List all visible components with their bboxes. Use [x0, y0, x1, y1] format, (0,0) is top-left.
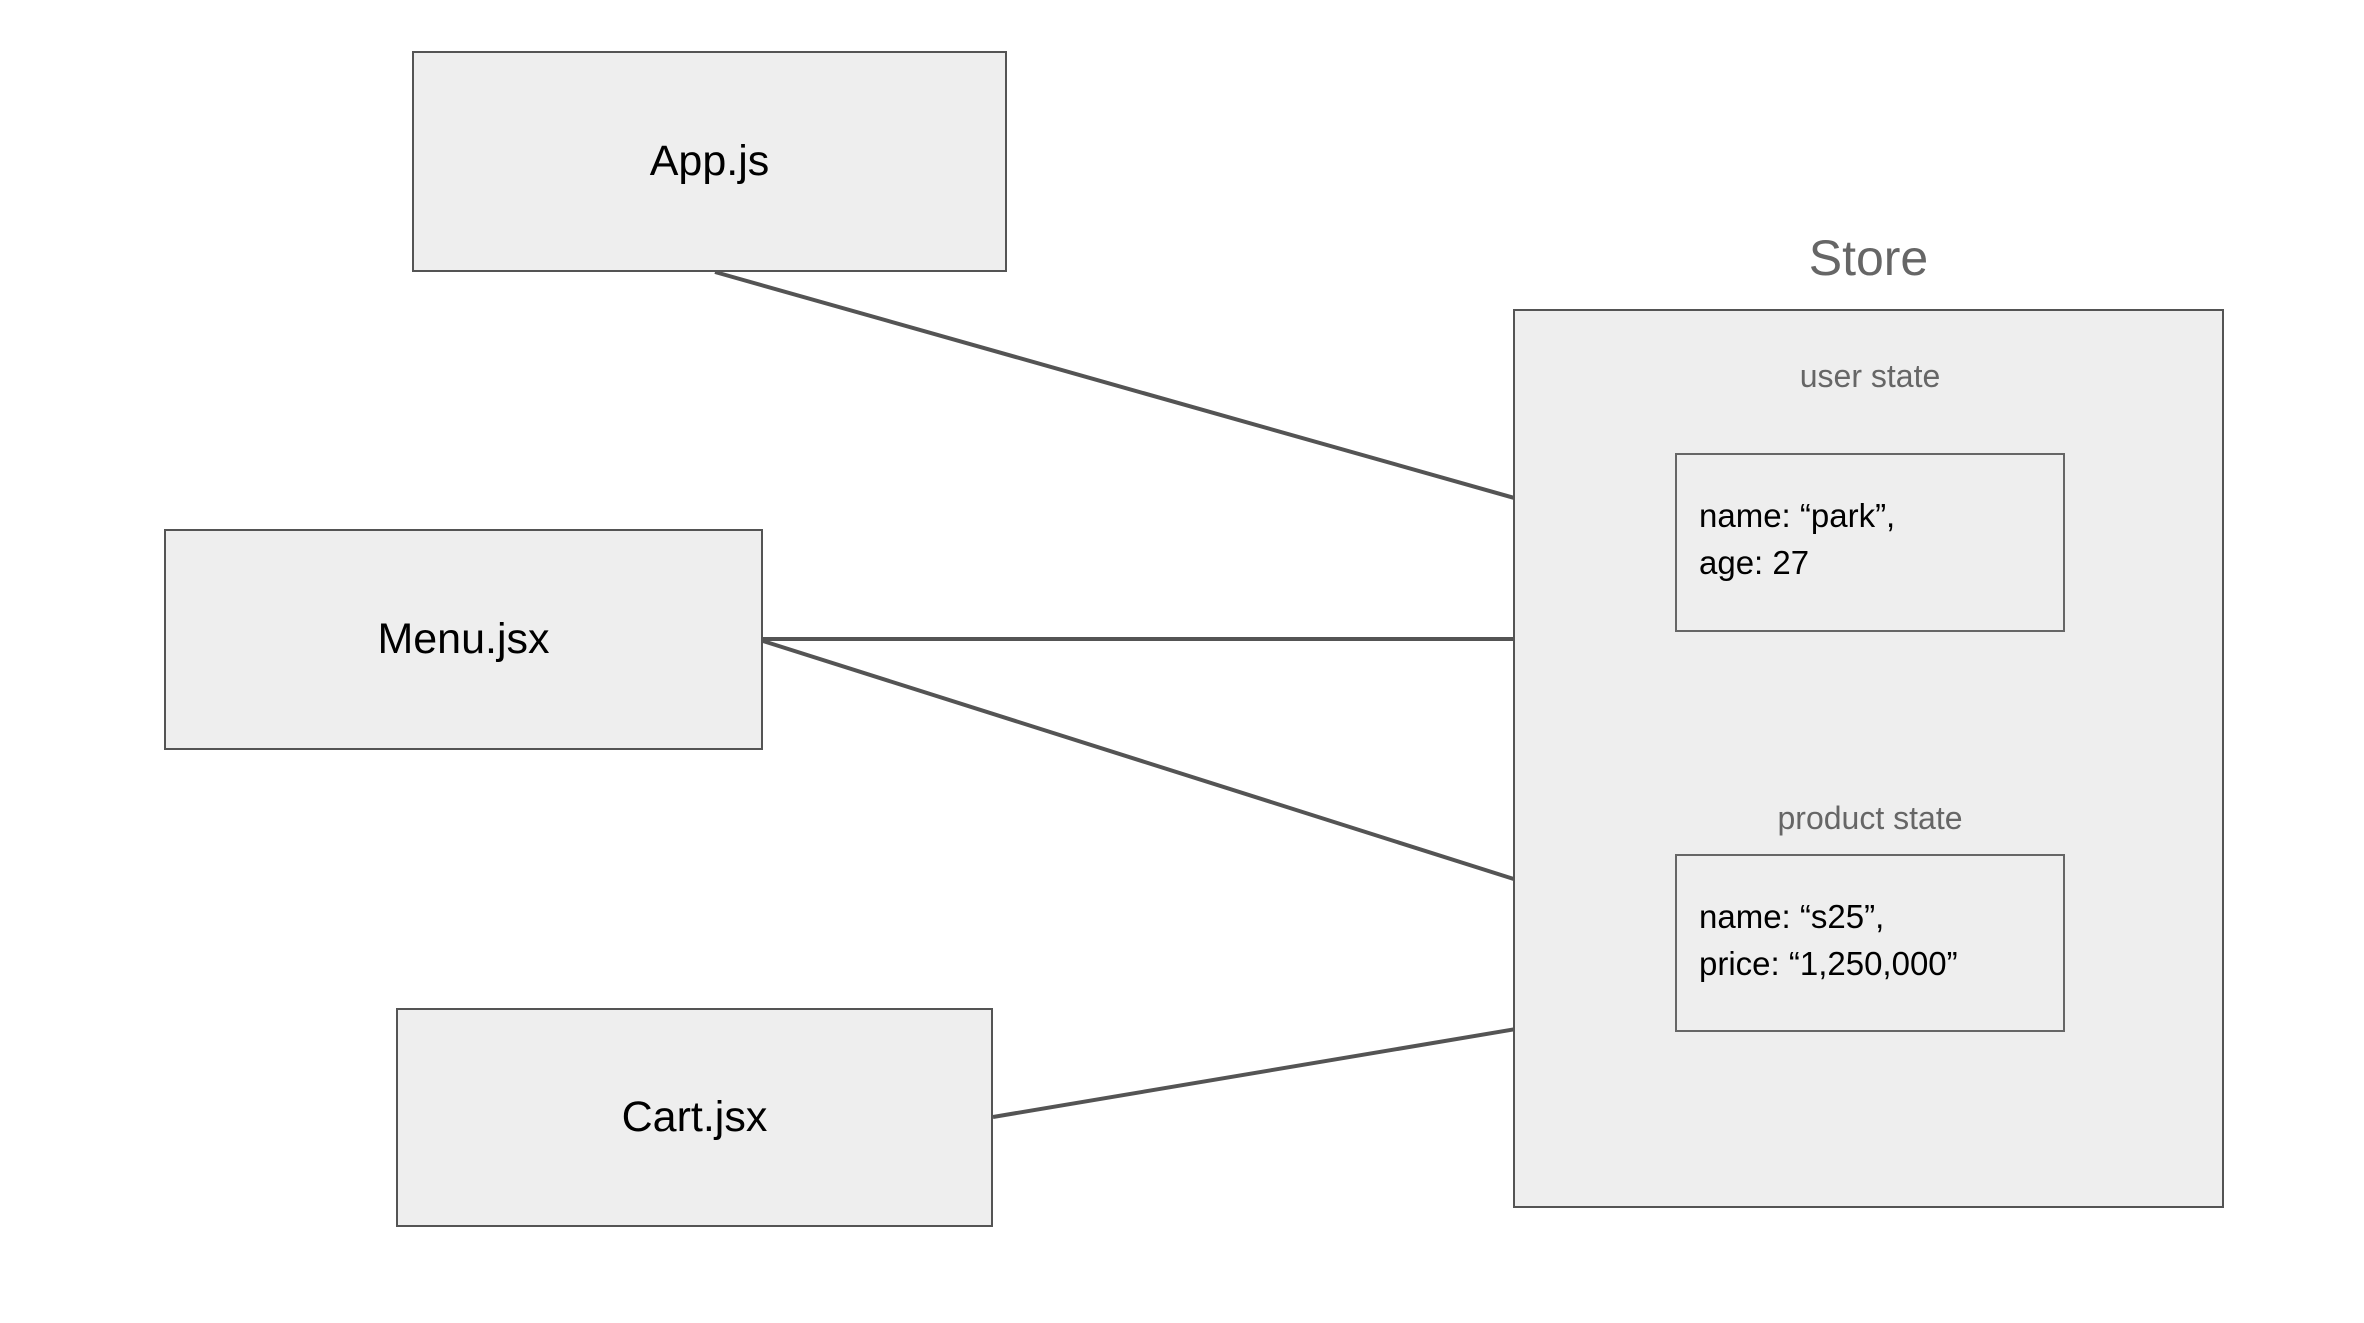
product-state-box[interactable]: name: “s25”, price: “1,250,000”: [1675, 854, 2065, 1032]
node-cart-jsx-label: Cart.jsx: [621, 1092, 768, 1141]
node-cart-jsx[interactable]: Cart.jsx: [396, 1008, 993, 1227]
edge-menu-to-product: [762, 639, 1644, 924]
user-state-caption: user state: [1799, 358, 1941, 394]
edge-app-to-user: [714, 270, 1621, 534]
store-container[interactable]: [1513, 309, 2224, 1208]
node-app-js[interactable]: App.js: [412, 51, 1007, 272]
store-title: Store: [1808, 230, 1929, 286]
user-state-body: name: “park”, age: 27: [1699, 497, 1896, 581]
node-menu-jsx[interactable]: Menu.jsx: [164, 529, 763, 750]
node-app-js-label: App.js: [649, 136, 770, 185]
product-state-body: name: “s25”, price: “1,250,000”: [1699, 898, 1958, 982]
product-state-caption: product state: [1777, 800, 1963, 836]
user-state-box[interactable]: name: “park”, age: 27: [1675, 453, 2065, 632]
node-menu-jsx-label: Menu.jsx: [377, 614, 550, 663]
